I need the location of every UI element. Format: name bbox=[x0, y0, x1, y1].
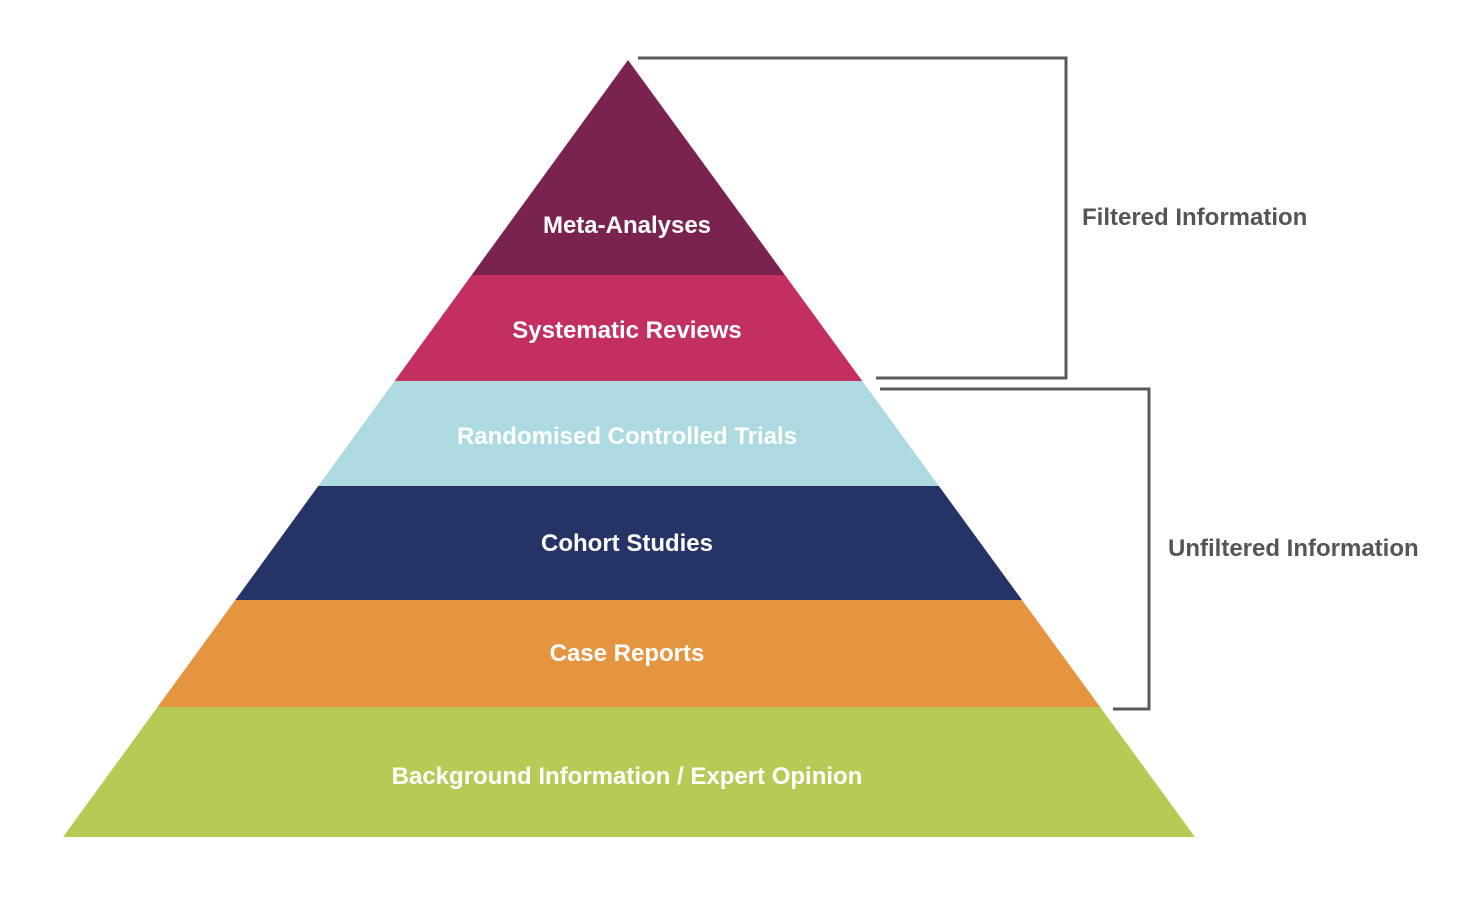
layer-label-background-expert-opinion: Background Information / Expert Opinion bbox=[392, 763, 863, 790]
layer-rct bbox=[318, 381, 939, 486]
layer-background-expert-opinion bbox=[63, 707, 1195, 837]
filtered-bracket bbox=[638, 56, 1068, 380]
filtered-label: Filtered Information bbox=[1082, 204, 1307, 231]
layer-meta-analyses bbox=[471, 60, 785, 275]
layer-cohort-studies bbox=[235, 486, 1023, 600]
layer-label-meta-analyses: Meta-Analyses bbox=[543, 212, 711, 239]
layer-label-rct: Randomised Controlled Trials bbox=[457, 423, 797, 450]
layer-label-cohort-studies: Cohort Studies bbox=[541, 530, 713, 557]
unfiltered-bracket bbox=[880, 387, 1151, 711]
layer-label-case-reports: Case Reports bbox=[550, 640, 705, 667]
layer-label-systematic-reviews: Systematic Reviews bbox=[512, 317, 741, 344]
unfiltered-label: Unfiltered Information bbox=[1168, 535, 1419, 562]
layer-systematic-reviews bbox=[394, 275, 863, 381]
layer-case-reports bbox=[157, 600, 1101, 707]
